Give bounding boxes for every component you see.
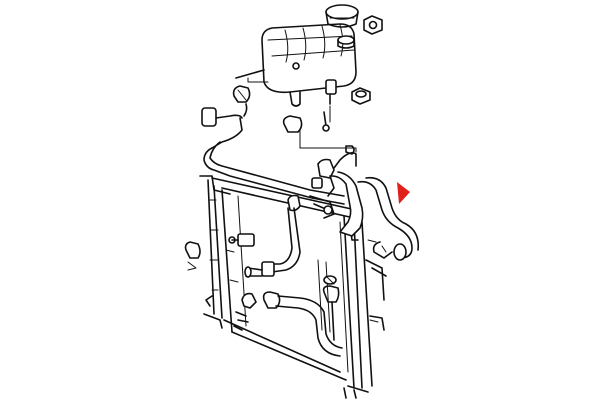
radiator-inlet	[228, 233, 255, 247]
left-hose-clamp	[184, 241, 201, 271]
lower-hose	[262, 275, 343, 357]
bleed-hose	[244, 194, 301, 278]
lower-left-fitting	[235, 292, 257, 323]
upper-hose	[331, 171, 420, 261]
reservoir-cap	[325, 4, 359, 28]
overflow-hose	[201, 103, 345, 205]
expansion-tank	[235, 23, 357, 107]
hose-clamp	[232, 85, 251, 103]
t-connector	[309, 145, 357, 219]
drain-plug	[351, 87, 371, 105]
tank-fitting	[282, 111, 330, 133]
lower-right-clip	[205, 295, 385, 331]
cap-nut	[363, 15, 383, 35]
small-cap	[337, 35, 355, 49]
radiator	[199, 175, 387, 399]
triangle-pointer-icon	[397, 182, 410, 204]
